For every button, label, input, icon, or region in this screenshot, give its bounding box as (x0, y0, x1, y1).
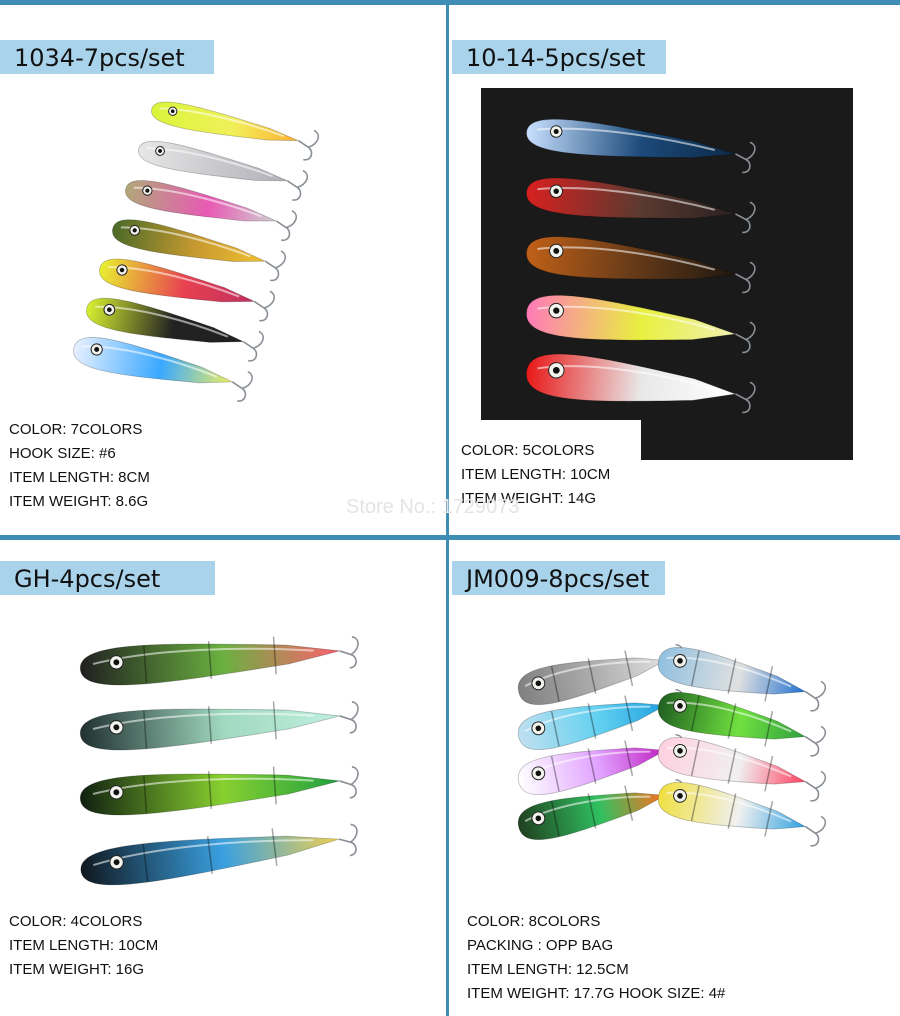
lure-icon (99, 258, 275, 322)
treble-hook-icon (735, 321, 756, 354)
treble-hook-icon (804, 815, 827, 847)
lure-icon (657, 782, 827, 847)
treble-hook-icon (735, 381, 756, 414)
spec-line: ITEM WEIGHT: 14G (461, 490, 597, 507)
lure-icon (657, 692, 827, 757)
spec-line: PACKING : OPP BAG (467, 937, 614, 954)
spec-line: ITEM LENGTH: 12.5CM (467, 961, 629, 978)
treble-hook-icon (735, 201, 756, 234)
treble-hook-icon (286, 169, 309, 201)
spec-line: COLOR: 7COLORS (9, 421, 143, 438)
lure-photo-1034 (73, 101, 320, 402)
vertical-divider (446, 0, 449, 1016)
treble-hook-icon (339, 766, 359, 799)
spec-line: COLOR: 5COLORS (461, 442, 595, 459)
lure-icon (112, 219, 286, 282)
treble-hook-icon (804, 770, 827, 802)
treble-hook-icon (275, 210, 298, 241)
treble-hook-icon (339, 701, 359, 734)
spec-line: ITEM LENGTH: 10CM (9, 937, 159, 954)
treble-hook-icon (339, 636, 359, 669)
lure-icon (526, 236, 756, 294)
spec-line: ITEM WEIGHT: 17.7G HOOK SIZE: 4# (467, 985, 726, 1002)
specs-jm009: COLOR: 8COLORS PACKING : OPP BAG ITEM LE… (467, 910, 725, 1006)
specs-1034: COLOR: 7COLORS HOOK SIZE: #6 ITEM LENGTH… (9, 418, 150, 514)
lure-photo-10-14 (481, 88, 853, 460)
spec-line: COLOR: 4COLORS (9, 913, 143, 930)
specs-10-14: COLOR: 5COLORS ITEM LENGTH: 10CM ITEM WE… (461, 439, 610, 511)
lure-photo-gh (79, 636, 359, 886)
lure-icon (80, 823, 358, 886)
top-divider (0, 0, 900, 5)
lure-icon (79, 701, 359, 751)
panel-title-jm009: JM009-8pcs/set (452, 561, 665, 595)
spec-line: COLOR: 8COLORS (467, 913, 601, 930)
treble-hook-icon (338, 823, 358, 857)
panel-title-1034: 1034-7pcs/set (0, 40, 214, 74)
lure-icon (73, 337, 253, 402)
treble-hook-icon (735, 141, 756, 174)
middle-divider (0, 535, 900, 540)
specs-gh: COLOR: 4COLORS ITEM LENGTH: 10CM ITEM WE… (9, 910, 158, 982)
spec-line: ITEM LENGTH: 10CM (461, 466, 611, 483)
treble-hook-icon (231, 370, 253, 402)
treble-hook-icon (297, 129, 320, 161)
spec-line: ITEM WEIGHT: 8.6G (9, 493, 149, 510)
lure-icon (526, 353, 756, 414)
lure-icon (517, 643, 684, 705)
lure-icon (79, 766, 359, 816)
lure-icon (125, 180, 298, 241)
spec-line: HOOK SIZE: #6 (9, 445, 116, 462)
spec-line: ITEM WEIGHT: 16G (9, 961, 145, 978)
treble-hook-icon (804, 680, 827, 712)
treble-hook-icon (242, 330, 264, 362)
treble-hook-icon (735, 261, 756, 294)
treble-hook-icon (264, 250, 286, 282)
treble-hook-icon (253, 290, 275, 322)
lure-icon (526, 177, 756, 234)
lure-icon (657, 647, 827, 712)
lure-icon (151, 101, 320, 161)
lure-photo-jm009 (517, 643, 827, 847)
lure-icon (86, 297, 264, 362)
spec-line: ITEM LENGTH: 8CM (9, 469, 150, 486)
treble-hook-icon (804, 725, 827, 757)
panel-title-10-14: 10-14-5pcs/set (452, 40, 666, 74)
lure-icon (526, 294, 756, 354)
lure-icon (79, 636, 359, 686)
lure-icon (138, 140, 309, 201)
lure-icon (526, 118, 756, 174)
lure-icon (657, 737, 827, 802)
store-watermark: Store No.: 1729073 (346, 496, 520, 518)
panel-title-gh: GH-4pcs/set (0, 561, 215, 595)
